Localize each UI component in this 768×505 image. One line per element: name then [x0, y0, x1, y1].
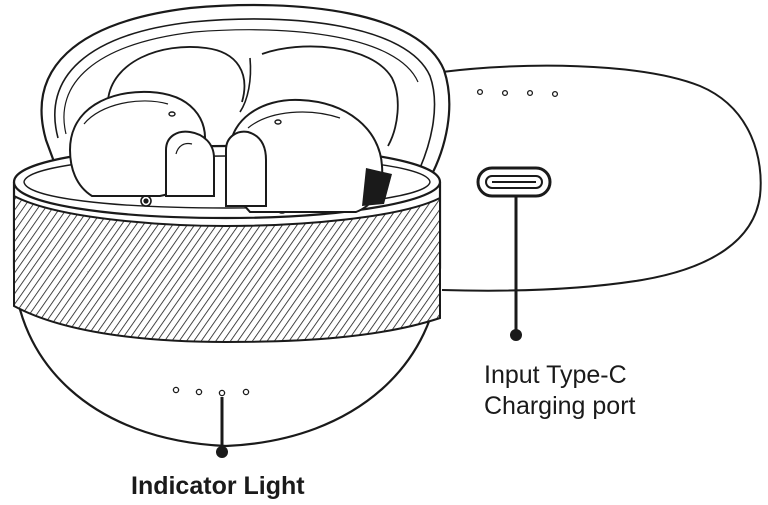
- charging-port-label-line2: Charging port: [484, 392, 636, 420]
- case-textured-band: [13, 194, 441, 344]
- rear-indicator-dot: [476, 88, 484, 96]
- right-earbud: [225, 98, 392, 213]
- rear-indicator-dot: [551, 90, 559, 98]
- rear-indicator-dots: [476, 88, 559, 98]
- indicator-light-label: Indicator Light: [131, 472, 305, 500]
- rear-indicator-dot: [501, 89, 509, 97]
- indicator-dot: [195, 388, 203, 396]
- indicator-dot: [218, 389, 226, 397]
- open-case: [12, 3, 451, 458]
- rear-indicator-dot: [526, 89, 534, 97]
- indicator-dot: [172, 386, 180, 394]
- usb-c-port-icon: [476, 166, 552, 198]
- charging-port-leader-dot: [510, 329, 522, 341]
- left-earbud: [68, 90, 215, 197]
- closed-case: [441, 64, 762, 341]
- indicator-leader-dot: [216, 446, 228, 458]
- closed-case-body: [441, 64, 762, 292]
- charging-port-label: Input Type-C Charging port: [484, 360, 635, 422]
- charging-port-label-line1: Input Type-C: [484, 361, 627, 389]
- indicator-light-dots: [172, 386, 250, 397]
- indicator-dot: [242, 388, 250, 396]
